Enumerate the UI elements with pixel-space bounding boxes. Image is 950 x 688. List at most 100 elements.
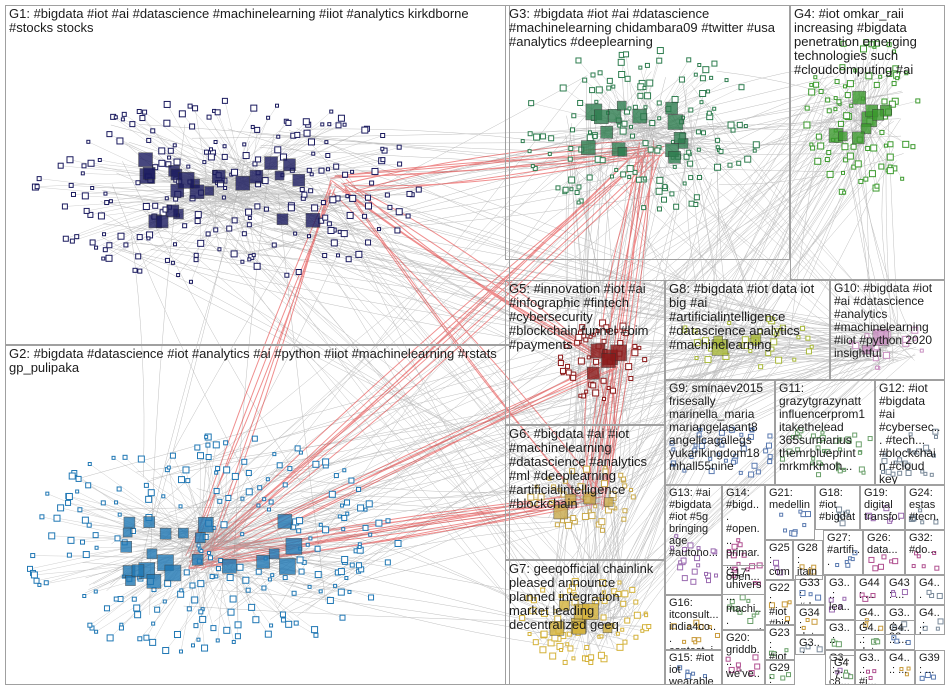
edge — [242, 200, 315, 209]
node — [868, 41, 875, 48]
group-label: G21: medellin — [769, 487, 810, 511]
node — [186, 606, 192, 612]
edge — [217, 468, 231, 530]
group-box-g24: G24: estas #tecn... — [905, 485, 945, 530]
node — [329, 196, 337, 204]
node — [555, 185, 561, 191]
edge — [259, 147, 842, 173]
node — [206, 551, 211, 556]
node — [53, 514, 61, 522]
node — [123, 242, 129, 248]
node — [678, 76, 685, 83]
node — [642, 85, 647, 90]
edge — [322, 167, 564, 640]
edge — [215, 141, 236, 186]
avatar-node — [204, 186, 215, 196]
node — [693, 72, 698, 77]
edge — [90, 190, 207, 216]
group-label: G4...: ... — [889, 622, 910, 646]
node — [406, 190, 413, 197]
edge — [592, 90, 705, 522]
group-label: G4...: le... — [919, 607, 940, 634]
group-box-g10: G10: #bigdata #iot #ai #datascience #ana… — [830, 280, 945, 380]
node — [212, 441, 220, 449]
node — [143, 482, 149, 488]
node — [142, 202, 150, 210]
node — [547, 151, 552, 156]
edge — [289, 352, 856, 612]
node — [276, 134, 281, 139]
edge — [199, 522, 379, 545]
edge — [615, 338, 904, 385]
node — [79, 539, 85, 545]
group-box-g3: G3: #bigdata #iot #ai #datascience #mach… — [505, 5, 790, 260]
avatar-node — [191, 553, 204, 566]
node — [178, 504, 183, 509]
edge — [188, 188, 336, 569]
node — [189, 123, 196, 130]
edge — [611, 122, 695, 636]
node — [205, 454, 212, 461]
node — [150, 128, 156, 134]
node — [738, 84, 745, 91]
node — [904, 71, 909, 76]
node — [369, 180, 375, 186]
node — [895, 76, 900, 81]
node — [241, 458, 248, 465]
group-box-g31: G3...: lea... — [825, 575, 855, 620]
node — [307, 138, 315, 146]
node — [268, 499, 274, 505]
node — [270, 573, 275, 578]
node — [87, 159, 95, 167]
node — [240, 496, 245, 501]
edge — [214, 120, 830, 622]
node — [136, 108, 142, 114]
node — [225, 494, 232, 501]
node — [817, 142, 825, 150]
edge — [193, 367, 616, 570]
node — [858, 178, 864, 184]
node — [176, 273, 181, 278]
node — [296, 517, 304, 525]
node — [669, 191, 675, 197]
node — [285, 620, 293, 628]
edge — [347, 184, 596, 357]
group-label: G12: #iot #bigdata #ai #cybersec... #tec… — [879, 381, 941, 485]
node — [656, 57, 663, 64]
node — [93, 589, 98, 594]
node — [215, 638, 220, 643]
edge — [654, 69, 706, 122]
avatar-node — [143, 516, 155, 528]
avatar-node — [264, 156, 278, 170]
node — [709, 75, 714, 80]
edge — [211, 364, 606, 563]
node — [327, 122, 332, 127]
avatar-node — [617, 147, 628, 157]
node — [252, 161, 258, 167]
node — [850, 143, 857, 150]
node — [333, 583, 338, 588]
node — [326, 596, 334, 604]
node — [365, 239, 372, 246]
node — [298, 450, 303, 455]
edge — [315, 243, 759, 338]
group-label: G17: univers... machi... connati... muta… — [726, 567, 762, 629]
node — [834, 79, 840, 85]
edge — [565, 141, 645, 190]
node — [842, 84, 847, 89]
edge — [655, 124, 732, 139]
node — [253, 262, 261, 270]
edge — [596, 358, 881, 614]
node — [380, 133, 386, 139]
node — [587, 130, 592, 135]
node — [387, 204, 393, 210]
node — [863, 176, 869, 182]
node — [654, 147, 661, 154]
edge — [622, 120, 660, 210]
edge — [856, 84, 877, 123]
node — [298, 568, 305, 575]
node — [322, 526, 330, 534]
group-box-g44: G44: ... — [855, 575, 885, 605]
node — [606, 77, 613, 84]
edge — [72, 475, 199, 547]
